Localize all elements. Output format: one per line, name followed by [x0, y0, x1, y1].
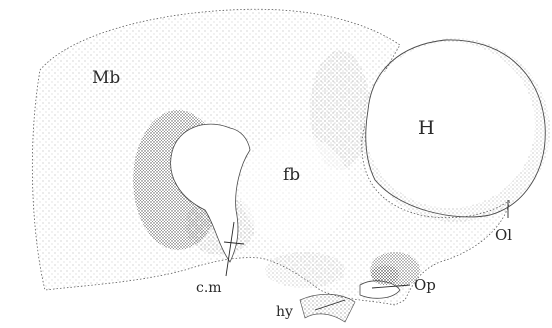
label-h: H — [418, 117, 435, 139]
label-fb: fb — [283, 165, 300, 185]
label-mb: Mb — [92, 68, 120, 88]
hypophysis-region — [300, 294, 355, 322]
hemisphere — [360, 38, 550, 222]
label-cm: c.m — [196, 280, 222, 296]
label-ol: Ol — [495, 226, 512, 244]
label-op: Op — [414, 276, 436, 294]
forebrain-area — [240, 135, 350, 245]
label-hy: hy — [276, 304, 293, 320]
